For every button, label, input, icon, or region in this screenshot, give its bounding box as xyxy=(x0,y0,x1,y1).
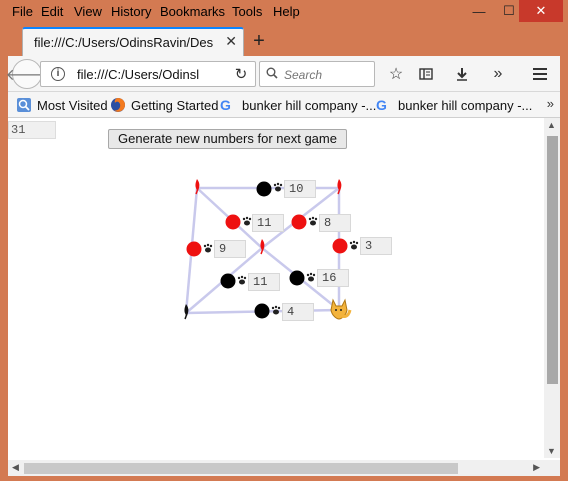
horizontal-scrollbar[interactable]: ◀ ▶ xyxy=(8,460,544,476)
close-window-button[interactable]: ✕ xyxy=(519,0,563,22)
token-black[interactable] xyxy=(256,181,272,197)
bookmark-getting-started[interactable]: Getting Started xyxy=(110,97,218,113)
fox-icon[interactable] xyxy=(330,298,352,320)
tab-close-icon[interactable]: ✕ xyxy=(225,33,237,49)
bookmark-label: Getting Started xyxy=(131,97,219,113)
navigation-toolbar: 🡐 i file:///C:/Users/Odinsl ↻ ☆ » xyxy=(6,56,560,92)
token-red[interactable] xyxy=(332,238,348,254)
token-black[interactable] xyxy=(220,273,236,289)
search-input[interactable] xyxy=(284,66,372,84)
paw-icon xyxy=(349,240,359,250)
scroll-right-icon[interactable]: ▶ xyxy=(533,462,540,472)
menu-tools[interactable]: Tools xyxy=(232,4,263,19)
score-counter[interactable]: 31 xyxy=(8,121,56,139)
maximize-button[interactable]: ☐ xyxy=(503,3,515,18)
paw-icon xyxy=(237,275,247,285)
game-board xyxy=(184,179,359,320)
scroll-up-icon[interactable]: ▲ xyxy=(547,120,556,130)
flame-marker xyxy=(195,179,200,195)
google-icon: G xyxy=(220,97,231,113)
back-arrow-icon: 🡐 xyxy=(5,66,49,84)
menu-bar: File Edit View History Bookmarks Tools H… xyxy=(0,0,568,24)
token-black[interactable] xyxy=(254,303,270,319)
library-icon[interactable] xyxy=(414,62,438,86)
tab-active[interactable]: file:///C:/Users/OdinsRavin/Desk ✕ xyxy=(22,27,244,56)
number-field[interactable]: 11 xyxy=(248,273,280,291)
menu-view[interactable]: View xyxy=(74,4,102,19)
new-tab-button[interactable]: + xyxy=(253,29,265,52)
firefox-icon xyxy=(110,97,126,113)
hamburger-menu-icon[interactable] xyxy=(528,62,552,86)
vertical-scrollbar[interactable]: ▲ ▼ xyxy=(544,118,560,458)
bookmark-bunker-hill-2[interactable]: G bunker hill company -... xyxy=(376,97,532,113)
scrollbar-corner xyxy=(544,460,560,476)
token-black[interactable] xyxy=(289,270,305,286)
number-field[interactable]: 3 xyxy=(360,237,392,255)
dark-flame-marker xyxy=(184,304,189,320)
paw-icon xyxy=(308,216,318,226)
minimize-button[interactable]: — xyxy=(472,3,486,19)
vertical-scroll-thumb[interactable] xyxy=(547,136,558,384)
reload-icon[interactable]: ↻ xyxy=(234,66,248,83)
bookmark-most-visited[interactable]: Most Visited xyxy=(16,97,108,113)
download-icon[interactable] xyxy=(450,62,474,86)
menu-bookmarks[interactable]: Bookmarks xyxy=(160,4,226,19)
menu-help[interactable]: Help xyxy=(273,4,300,19)
number-field[interactable]: 8 xyxy=(319,214,351,232)
search-bar[interactable] xyxy=(259,61,375,87)
token-red[interactable] xyxy=(186,241,202,257)
paw-icons xyxy=(203,182,359,315)
url-bar[interactable]: i file:///C:/Users/Odinsl ↻ xyxy=(40,61,256,87)
back-button[interactable]: 🡐 xyxy=(6,59,48,89)
bookmark-label: bunker hill company -... xyxy=(398,97,533,113)
bookmark-label: Most Visited xyxy=(37,97,108,113)
menu-edit[interactable]: Edit xyxy=(41,4,64,19)
menu-history[interactable]: History xyxy=(111,4,152,19)
search-icon xyxy=(266,67,278,82)
number-field[interactable]: 11 xyxy=(252,214,284,232)
overflow-chevron-icon[interactable]: » xyxy=(493,65,503,82)
bookmarks-overflow-icon[interactable]: » xyxy=(546,96,554,111)
paw-icon xyxy=(203,243,213,253)
bookmarks-toolbar: Most Visited Getting Started G bunker hi… xyxy=(8,92,560,118)
number-field[interactable]: 9 xyxy=(214,240,246,258)
horizontal-scroll-thumb[interactable] xyxy=(24,463,458,474)
token-red[interactable] xyxy=(291,214,307,230)
number-field[interactable]: 4 xyxy=(282,303,314,321)
flame-marker xyxy=(260,239,265,255)
most-visited-icon xyxy=(16,97,32,113)
flame-marker xyxy=(337,179,342,195)
number-field[interactable]: 10 xyxy=(284,180,316,198)
tab-title: file:///C:/Users/OdinsRavin/Desk xyxy=(34,35,214,50)
paw-icon xyxy=(271,305,281,315)
bookmark-label: bunker hill company -... xyxy=(242,97,377,113)
paw-icon xyxy=(273,182,283,192)
generate-numbers-button[interactable]: Generate new numbers for next game xyxy=(108,129,347,149)
tab-strip: file:///C:/Users/OdinsRavin/Desk ✕ + xyxy=(8,24,560,56)
menu-file[interactable]: File xyxy=(12,4,33,19)
url-text[interactable]: file:///C:/Users/Odinsl xyxy=(77,67,200,82)
page-content: 31 Generate new numbers for next game xyxy=(8,118,560,476)
token-red[interactable] xyxy=(225,214,241,230)
google-icon: G xyxy=(376,97,387,113)
number-field[interactable]: 16 xyxy=(317,269,349,287)
scroll-down-icon[interactable]: ▼ xyxy=(547,446,556,456)
paw-icon xyxy=(306,272,316,282)
scroll-left-icon[interactable]: ◀ xyxy=(12,462,19,472)
bookmark-bunker-hill-1[interactable]: G bunker hill company -... xyxy=(220,97,376,113)
info-icon[interactable]: i xyxy=(51,67,65,81)
bookmark-star-icon[interactable]: ☆ xyxy=(388,66,404,83)
paw-icon xyxy=(242,216,252,226)
